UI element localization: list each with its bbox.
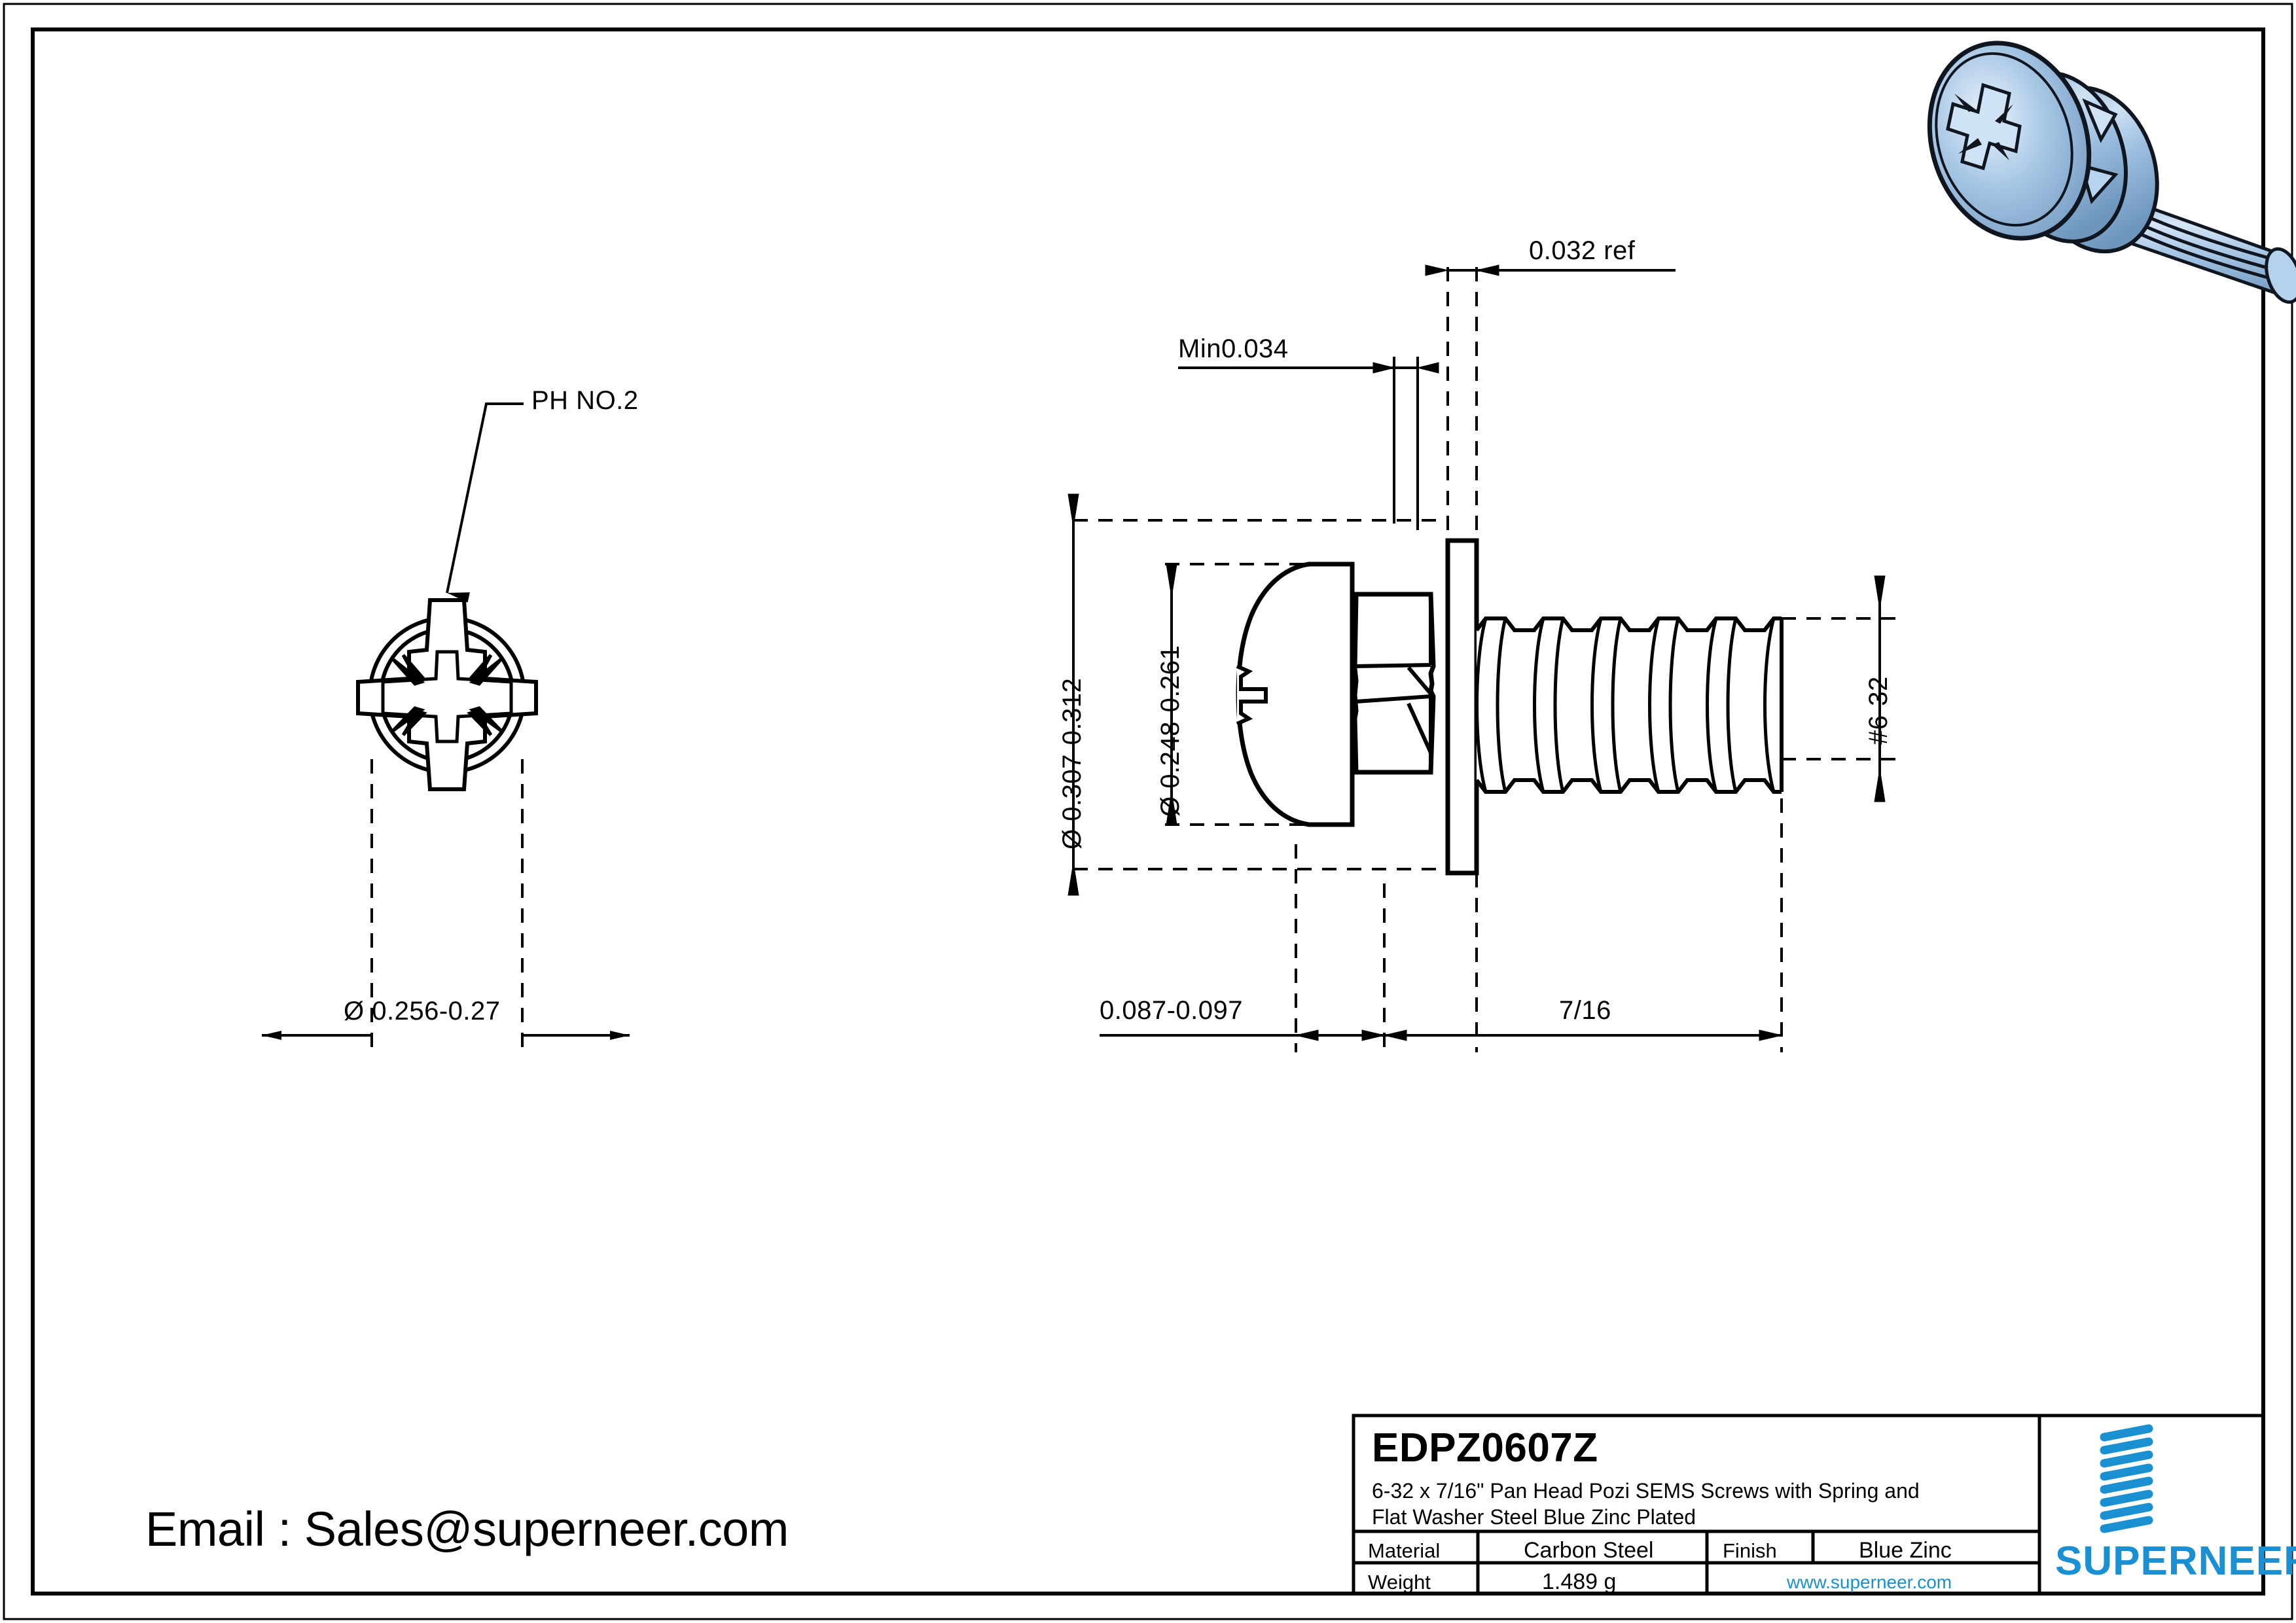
dim-thread-size <box>1782 575 1898 802</box>
threaded-shank <box>1475 616 1784 794</box>
material-value: Carbon Steel <box>1524 1538 1654 1563</box>
title-block-description-line2: Flat Washer Steel Blue Zinc Plated <box>1372 1505 1696 1529</box>
head-thickness-dim-label: 0.087-0.097 <box>1100 996 1244 1025</box>
front-view-head-dim <box>262 759 630 1052</box>
spring-washer-split <box>1355 594 1433 772</box>
thread-flanks <box>1475 618 1776 793</box>
sheet-border <box>3 3 2293 1620</box>
pozi-recess-inner <box>381 650 513 743</box>
dim-0032ref <box>1425 259 1676 530</box>
ph-no2-label: PH NO.2 <box>531 386 639 415</box>
render-pozi-recess <box>1946 82 2022 171</box>
ph-no2-leader <box>446 402 524 603</box>
finish-value: Blue Zinc <box>1859 1538 1952 1563</box>
head-height-dim-label: 0.032 ref <box>1529 236 1636 265</box>
superneer-logo-mark <box>2100 1424 2153 1533</box>
weight-value: 1.489 g <box>1542 1569 1617 1594</box>
dim-flat-washer-od <box>1067 493 1444 896</box>
brand-wordmark: SUPERNEER <box>2055 1539 2296 1584</box>
material-label: Material <box>1368 1539 1441 1562</box>
thread-crest-top <box>1475 616 1782 632</box>
front-head-diameter-label: Ø 0.256-0.27 <box>344 997 501 1026</box>
dim-bottom-group <box>1100 798 1783 1052</box>
website-link[interactable]: www.superneer.com <box>1787 1572 1952 1592</box>
isometric-screw-render <box>1927 41 2296 304</box>
email-label: Email : Sales@superneer.com <box>145 1502 789 1556</box>
spring-washer-gap <box>1407 666 1433 754</box>
render-pan-head <box>1927 41 2092 241</box>
pozi-tick-marks <box>391 654 503 736</box>
front-view-geometry <box>356 598 538 791</box>
finish-label: Finish <box>1723 1539 1777 1562</box>
render-pozi-ticks <box>1954 94 2013 160</box>
dim-head-od <box>1165 563 1348 826</box>
side-view-geometry <box>1236 538 1479 876</box>
flat-washer <box>1445 538 1479 876</box>
title-block-description-line1: 6-32 x 7/16" Pan Head Pozi SEMS Screws w… <box>1372 1479 1920 1503</box>
thread-root-bottom <box>1475 778 1782 794</box>
title-block-part-number: EDPZ0607Z <box>1372 1425 1598 1471</box>
recess-depth-dim-label: Min0.034 <box>1178 334 1289 363</box>
head-recess-notch <box>1236 664 1268 726</box>
screw-length-dim-label: 7/16 <box>1559 996 1611 1025</box>
dim-min0034 <box>1178 357 1439 530</box>
shank-body <box>1477 630 1782 780</box>
weight-label: Weight <box>1368 1571 1431 1594</box>
